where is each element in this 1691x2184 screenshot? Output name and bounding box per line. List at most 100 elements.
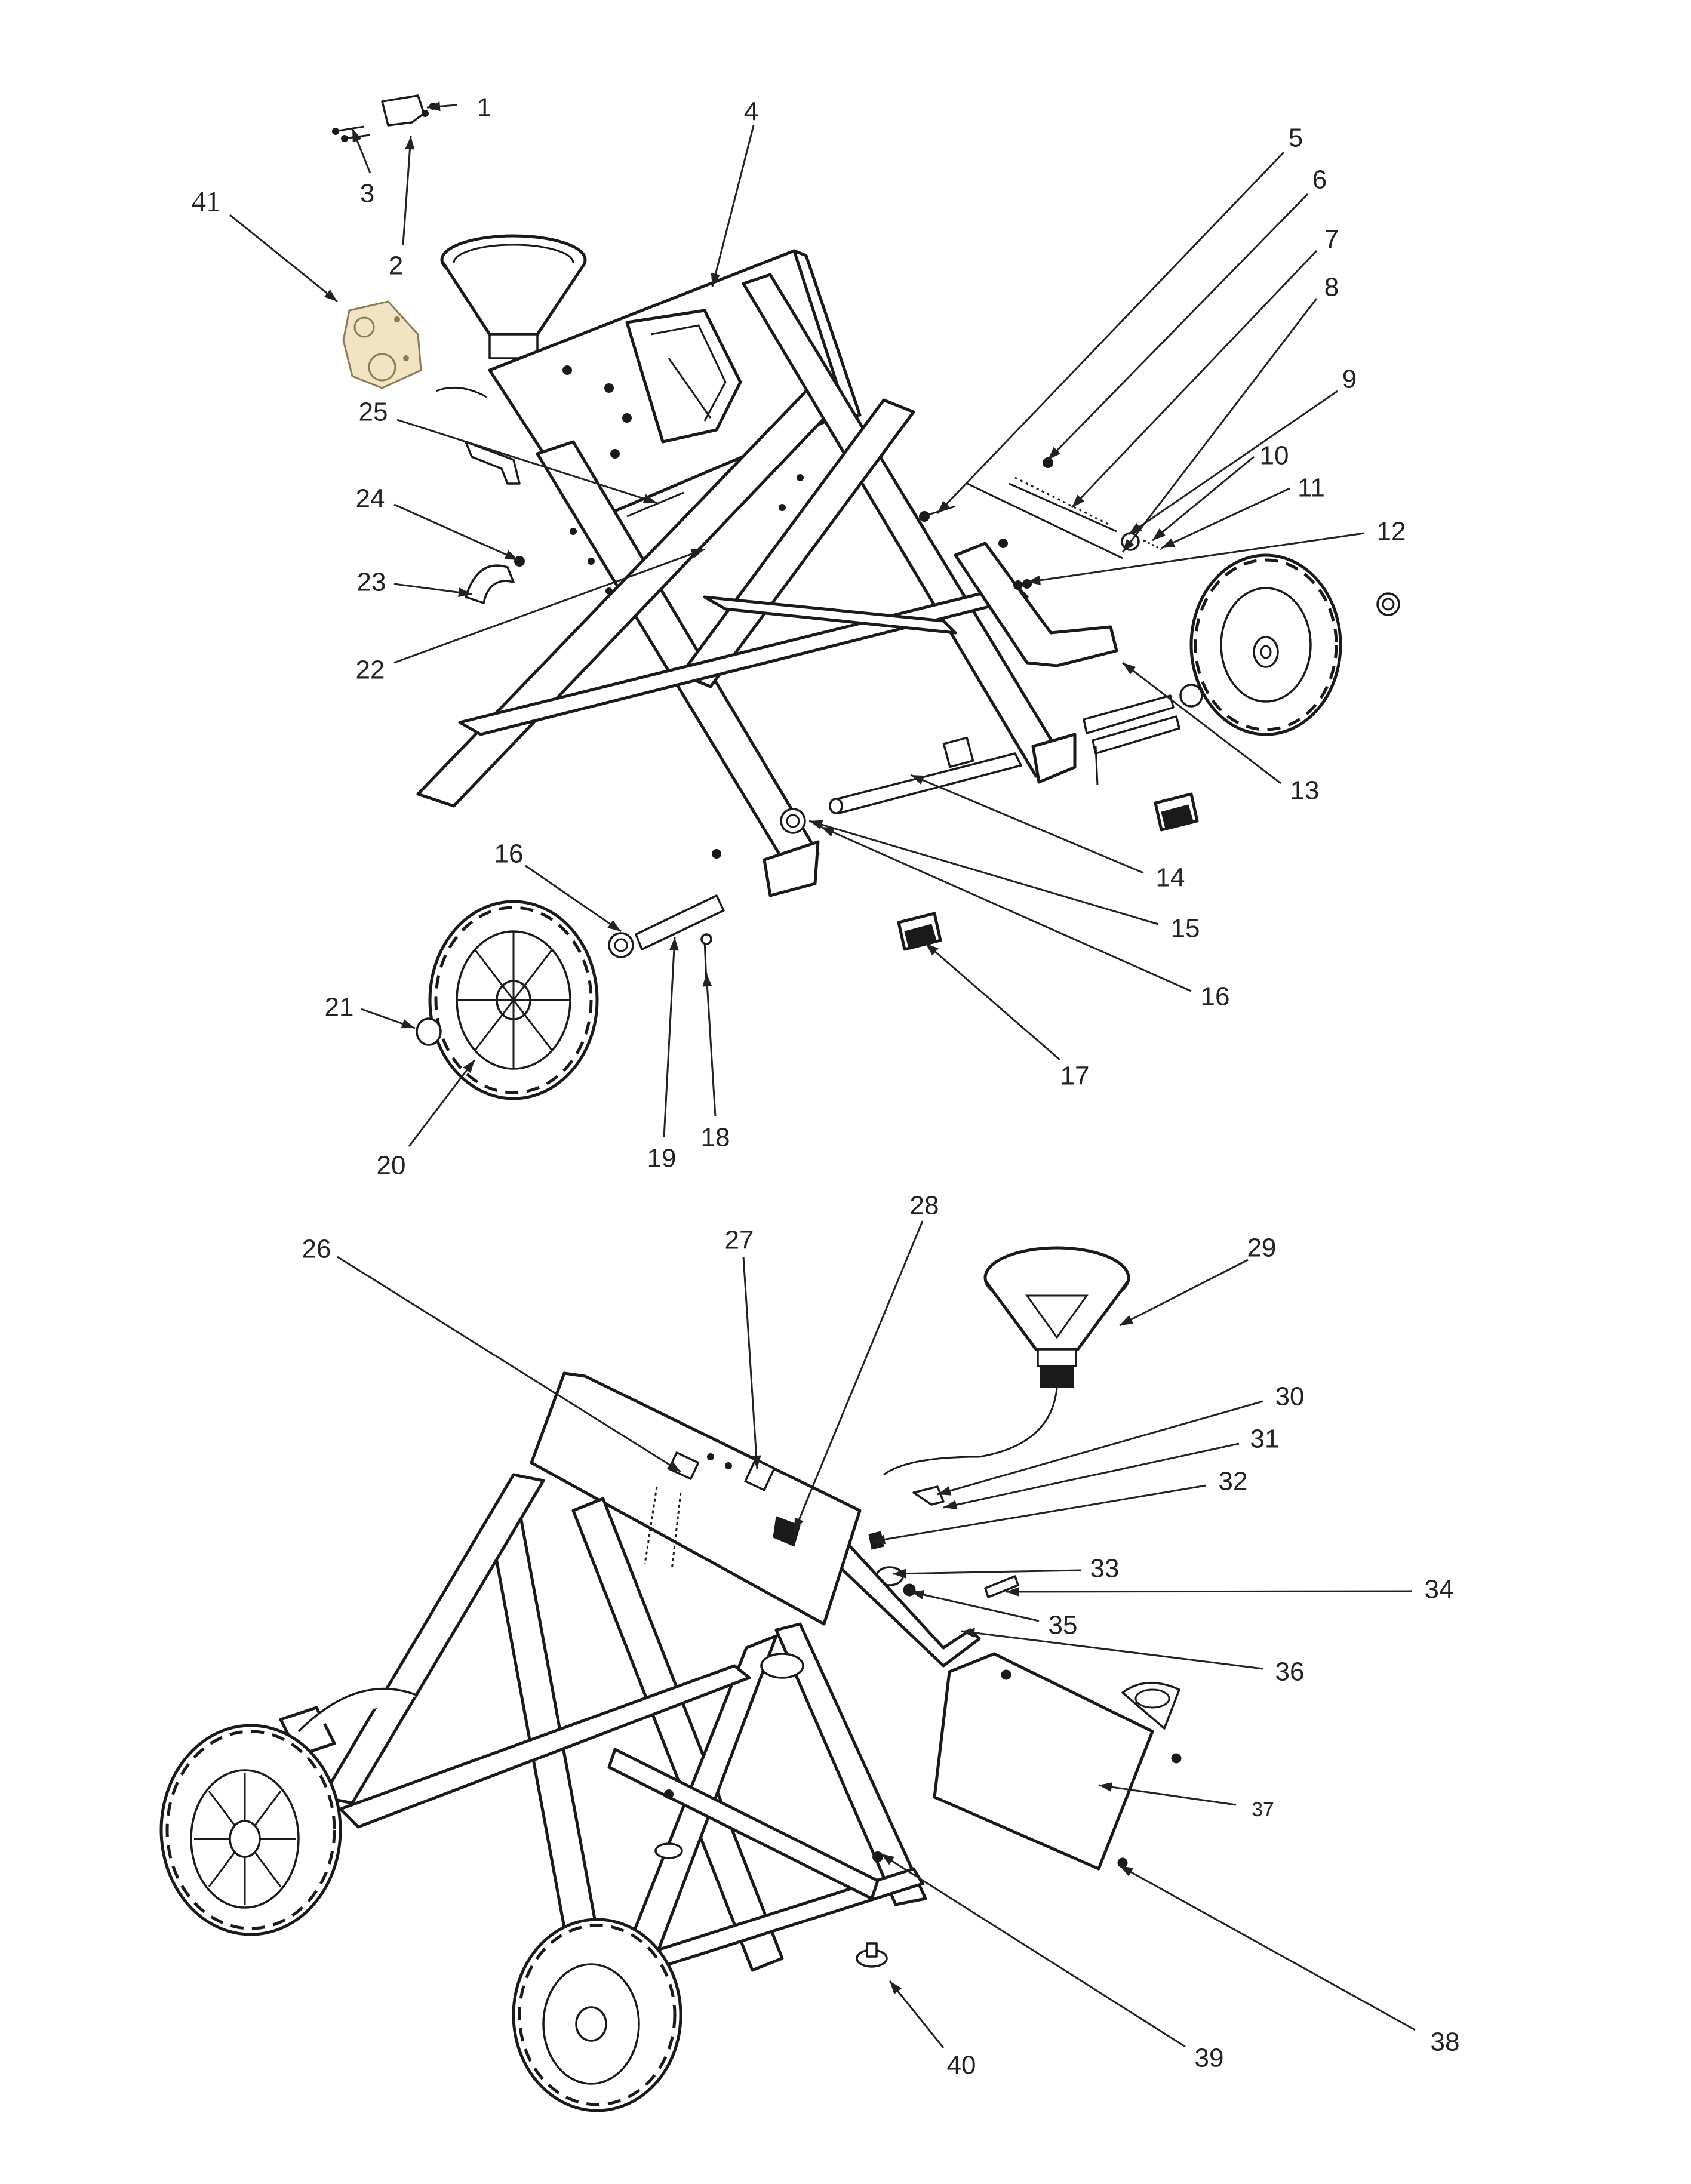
part-number-label: 3: [360, 179, 374, 208]
part-number-label: 23: [357, 568, 386, 597]
callout-leader-line: [1128, 390, 1338, 536]
part-number-label: 8: [1324, 273, 1339, 302]
callout-arrowhead: [943, 1500, 958, 1510]
callout-c34: 34: [1006, 1575, 1453, 1604]
part-number-label: 12: [1377, 517, 1406, 546]
callout-arrowhead: [1152, 528, 1166, 540]
end-caps: [897, 792, 1199, 951]
part-number-label: 32: [1219, 1467, 1248, 1496]
washers: [608, 592, 1400, 958]
callout-leader-line: [711, 125, 755, 287]
part-number-label: 41: [192, 186, 220, 217]
callout-arrowhead: [1129, 522, 1142, 534]
part-number-label: 38: [1431, 2028, 1460, 2057]
hopper-funnel-icon: [883, 1246, 1130, 1476]
callout-c9: 9: [1128, 365, 1357, 536]
callout-c41: 41: [192, 186, 338, 303]
callout-leader-line: [1026, 532, 1365, 583]
callout-arrowhead: [401, 1019, 415, 1029]
callout-arrowhead: [405, 136, 415, 150]
part-number-label: 25: [359, 398, 388, 427]
callout-leader-line: [793, 1220, 924, 1532]
part-number-label: 13: [1290, 776, 1320, 805]
callout-c6: 6: [1047, 165, 1327, 461]
callout-arrowhead: [711, 272, 721, 287]
callout-arrowhead: [911, 775, 925, 785]
callout-leader-line: [742, 1256, 758, 1469]
part-number-label: 30: [1275, 1382, 1305, 1411]
callout-layer: 1234567891011121314151616171819202122232…: [192, 93, 1459, 2080]
hopper-funnel-icon: [440, 234, 587, 359]
callout-c23: 23: [357, 568, 472, 598]
callout-c33: 33: [892, 1554, 1120, 1583]
part-number-label: 20: [377, 1151, 406, 1180]
caution-label-decal-icon: [342, 300, 422, 389]
callout-c10: 10: [1152, 441, 1289, 542]
callout-leader-line: [1098, 1784, 1237, 1806]
part-number-label: 19: [647, 1144, 677, 1173]
callout-c30: 30: [937, 1382, 1304, 1496]
leveling-foot-icon: [654, 1842, 888, 1968]
frame-head-plate: [530, 1371, 862, 1626]
callout-arrowhead: [1161, 538, 1176, 548]
latch-bracket-icon: [332, 94, 436, 142]
callout-arrowhead: [667, 1460, 681, 1472]
callout-c21: 21: [325, 993, 416, 1029]
part-number-label: 16: [1201, 982, 1230, 1011]
callout-arrowhead: [937, 500, 950, 513]
bottom-assembly: [159, 1246, 1182, 2112]
callout-c13: 13: [1122, 662, 1320, 805]
callout-c36: 36: [961, 1628, 1304, 1687]
callout-c4: 4: [711, 97, 758, 287]
callout-c19: 19: [647, 937, 679, 1173]
callout-arrowhead: [937, 1486, 952, 1496]
callout-leader-line: [1119, 1865, 1416, 2031]
callout-arrowhead: [893, 1568, 906, 1579]
part-number-label: 5: [1289, 124, 1303, 153]
side-hardware: [435, 386, 684, 604]
callout-leader-line: [936, 151, 1285, 515]
callout-c37: 37: [1098, 1782, 1274, 1821]
part-number-label: 40: [947, 2051, 976, 2080]
part-number-label: 36: [1275, 1657, 1305, 1687]
callout-arrowhead: [872, 1534, 886, 1545]
callout-c35: 35: [910, 1590, 1078, 1640]
a-frame-legs: [321, 1473, 927, 2005]
callout-c22: 22: [356, 548, 705, 685]
part-number-label: 24: [356, 484, 385, 513]
callout-leader-line: [1122, 662, 1281, 785]
part-number-label: 11: [1298, 473, 1325, 503]
linkage-hardware: [868, 1485, 1019, 1598]
callout-arrowhead: [821, 827, 835, 837]
callout-c2: 2: [389, 136, 415, 281]
callout-c11: 11: [1161, 473, 1325, 549]
callout-c17: 17: [925, 942, 1089, 1091]
callout-c8: 8: [1121, 273, 1339, 553]
callout-arrowhead: [463, 1060, 475, 1073]
callout-arrowhead: [961, 1628, 975, 1638]
hub-cap: [416, 1017, 442, 1046]
part-number-label: 33: [1090, 1554, 1120, 1583]
callout-arrowhead: [1099, 1782, 1112, 1792]
callout-leader-line: [1006, 1590, 1413, 1593]
callout-arrowhead: [427, 101, 441, 112]
callout-arrowhead: [751, 1455, 761, 1469]
callout-arrowhead: [1120, 1866, 1134, 1877]
part-number-label: 35: [1049, 1611, 1078, 1640]
callout-c38: 38: [1119, 1865, 1460, 2057]
part-number-label: 2: [389, 251, 403, 281]
callout-arrowhead: [1006, 1586, 1020, 1597]
part-number-label: 39: [1195, 2044, 1224, 2073]
callout-leader-line: [1152, 456, 1255, 542]
callout-c24: 24: [356, 484, 519, 561]
callout-leader-line: [1071, 250, 1318, 509]
callout-leader-line: [1047, 193, 1309, 461]
callout-c18: 18: [701, 973, 730, 1152]
part-number-label: 34: [1425, 1575, 1454, 1604]
a-frame-legs: [416, 273, 1077, 897]
wheel-tire-icon: [428, 900, 599, 1100]
callout-arrowhead: [324, 289, 337, 302]
callout-c16a: 16: [820, 826, 1230, 1011]
callout-arrowhead: [504, 550, 518, 560]
